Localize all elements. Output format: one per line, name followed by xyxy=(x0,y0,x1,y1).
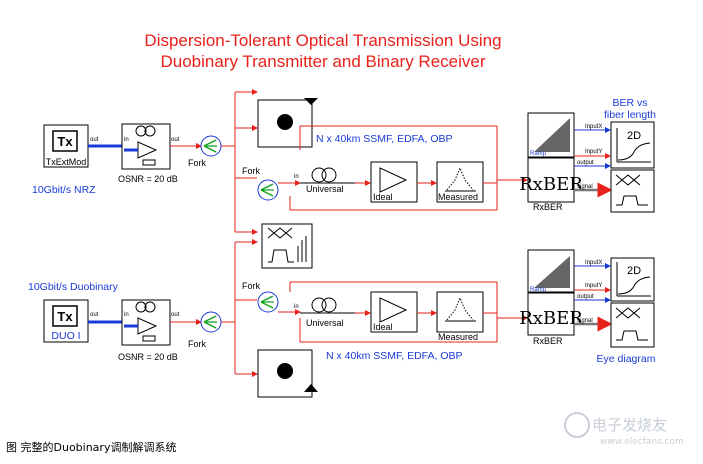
inputy-port-bottom: InputY xyxy=(585,283,602,289)
tx-out-port: out xyxy=(90,137,99,143)
monitor-block-top[interactable] xyxy=(257,98,318,148)
osnr-block-bottom[interactable] xyxy=(121,299,171,346)
signal-port-bottom: signal xyxy=(577,318,593,324)
inputx-port-top: InputX xyxy=(585,124,602,130)
measured-label-bottom: Measured xyxy=(438,332,478,342)
ideal-amplifier-bottom[interactable] xyxy=(370,291,418,333)
plot-2d-icon: 2D xyxy=(627,130,641,142)
title-line-1: Dispersion-Tolerant Optical Transmission… xyxy=(144,31,501,50)
ber-plot-block[interactable]: 2D xyxy=(610,121,655,169)
monitor-block-bottom[interactable] xyxy=(257,349,318,398)
inputx-port-bottom: InputX xyxy=(585,260,602,266)
fiber-in-port-bottom: in xyxy=(294,304,299,310)
fork-1-top[interactable] xyxy=(200,135,222,157)
center-eye-monitor[interactable] xyxy=(261,223,313,269)
ber-plot-block-bottom[interactable]: 2D xyxy=(610,257,655,302)
osnr-block-top[interactable] xyxy=(121,123,171,170)
rxber-label-bottom: RxBER xyxy=(533,336,563,346)
ber-caption-2: fiber length xyxy=(604,109,656,121)
ideal-label-top: Ideal xyxy=(373,192,393,202)
output-port-top: output xyxy=(577,160,594,166)
span-label-bottom: N x 40km SSMF, EDFA, OBP xyxy=(326,350,463,362)
fiber-coil-bottom[interactable] xyxy=(300,297,355,314)
measured-label-top: Measured xyxy=(438,192,478,202)
title-line-2: Duobinary Transmitter and Binary Receive… xyxy=(160,52,485,71)
fiber-coil-top[interactable] xyxy=(300,167,355,184)
tx-out-port-bottom: out xyxy=(90,312,99,318)
ideal-amplifier-top[interactable] xyxy=(370,161,418,203)
ramp-label-top: Ramp xyxy=(530,151,547,157)
osnr-out-port-bottom: out xyxy=(171,312,180,318)
watermark: 电子发烧友 www.elecfans.com xyxy=(564,412,684,447)
fork-2-bottom-label: Fork xyxy=(242,281,261,291)
tx-caption-duo: 10Gbit/s Duobinary xyxy=(28,281,119,293)
measured-filter-bottom[interactable] xyxy=(436,291,484,333)
osnr-label-top: OSNR = 20 dB xyxy=(118,174,178,184)
fiber-in-port-top: in xyxy=(294,174,299,180)
signal-port-top: signal xyxy=(577,184,593,190)
rxber-icon-top: RxBER xyxy=(519,174,583,195)
ramp-block-top[interactable] xyxy=(527,112,575,158)
osnr-in-port: in xyxy=(124,137,129,143)
tx-name-label-bottom: DUO I xyxy=(51,330,80,342)
measured-filter-top[interactable] xyxy=(436,161,484,203)
span-label-top: N x 40km SSMF, EDFA, OBP xyxy=(316,133,453,145)
tx-extmod-block[interactable]: Tx TxExtMod xyxy=(43,124,89,168)
fork-1-bottom[interactable] xyxy=(200,311,222,333)
universal-label-top: Universal xyxy=(306,184,344,194)
fork-2-top[interactable] xyxy=(257,179,279,201)
fork-1-bottom-label: Fork xyxy=(188,339,207,349)
eye-plot-block-bottom[interactable] xyxy=(610,302,655,348)
ber-caption-1: BER vs xyxy=(612,97,647,109)
tx-caption-nrz: 10Gbit/s NRZ xyxy=(32,184,96,196)
tx-name-label: TxExtMod xyxy=(46,157,87,167)
rxber-block-top[interactable]: RxBER xyxy=(519,157,583,203)
fork-2-bottom[interactable] xyxy=(257,291,279,313)
ideal-label-bottom: Ideal xyxy=(373,322,393,332)
tx-icon: Tx xyxy=(57,134,73,149)
rxber-block-bottom[interactable]: RxBER xyxy=(519,292,583,336)
plot-2d-icon-bottom: 2D xyxy=(627,265,641,277)
rxber-label-top: RxBER xyxy=(533,202,563,212)
output-port-bottom: output xyxy=(577,294,594,300)
tx-duo-block[interactable]: Tx DUO I xyxy=(43,299,89,343)
osnr-in-port-bottom: in xyxy=(124,312,129,318)
rxber-icon-bottom: RxBER xyxy=(519,308,583,329)
watermark-url: www.elecfans.com xyxy=(600,437,684,447)
fork-1-top-label: Fork xyxy=(188,158,207,168)
osnr-label-bottom: OSNR = 20 dB xyxy=(118,352,178,362)
universal-label-bottom: Universal xyxy=(306,318,344,328)
ramp-label-bottom: Ramp xyxy=(530,287,547,293)
watermark-main: 电子发烧友 xyxy=(592,416,667,434)
inputy-port-top: InputY xyxy=(585,149,602,155)
tx-icon-bottom: Tx xyxy=(57,309,73,324)
eye-plot-block-top[interactable] xyxy=(610,169,655,213)
osnr-out-port: out xyxy=(171,137,180,143)
figure-caption: 图 完整的Duobinary调制解调系统 xyxy=(6,440,176,454)
eye-diagram-caption: Eye diagram xyxy=(597,353,656,365)
fork-2-top-label: Fork xyxy=(242,166,261,176)
ramp-block-bottom[interactable] xyxy=(527,249,575,293)
